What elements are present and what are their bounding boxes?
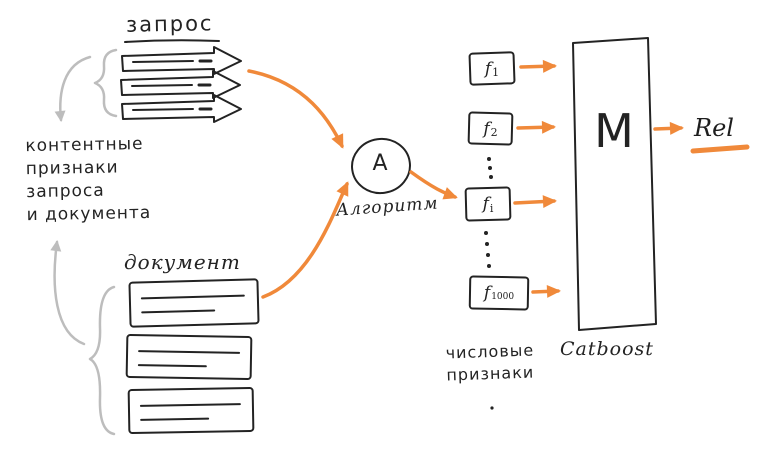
rel-label: Rel — [694, 114, 734, 142]
document-label: документ — [124, 250, 241, 274]
content-features-line-3: запроса — [26, 180, 105, 203]
feature-f1000-base: f — [483, 283, 491, 303]
query-label: запрос — [125, 11, 214, 37]
feature-fi-base: f — [482, 194, 489, 214]
arrow-f2-to-model — [516, 120, 556, 134]
query-banner-2 — [120, 70, 241, 99]
feature-box-fi — [464, 186, 512, 222]
arrow-document-group-to-features — [50, 240, 86, 346]
stray-dot — [490, 406, 494, 410]
arrow-f1-to-model — [519, 59, 557, 73]
rel-underline — [690, 144, 750, 154]
feature-fi-sub: i — [489, 201, 494, 215]
numeric-features-line-2: признаки — [446, 362, 535, 385]
arrow-query-group-to-features — [54, 55, 92, 122]
model-letter: M — [594, 104, 634, 158]
query-banner-3 — [121, 94, 242, 123]
feature-f1-sub: 1 — [492, 66, 500, 79]
document-box-1 — [128, 278, 260, 328]
document-box-3 — [127, 386, 255, 435]
content-features-line-2: признаки — [25, 157, 119, 180]
query-group-brace — [93, 48, 118, 118]
catboost-label: Catboost — [560, 338, 654, 360]
feature-f1000-sub: 1000 — [491, 291, 515, 302]
arrow-model-to-rel — [653, 121, 684, 135]
algorithm-circle — [351, 137, 411, 195]
feature-f1-base: f — [484, 58, 492, 79]
model-box — [572, 37, 657, 331]
feature-box-f1 — [468, 51, 516, 86]
arrow-fi-to-model — [513, 195, 557, 209]
document-box-2 — [125, 333, 253, 381]
feature-ellipsis-2 — [484, 231, 491, 268]
document-group-brace — [88, 285, 116, 436]
arrow-f1000-to-model — [531, 284, 561, 298]
arrow-document-to-algorithm — [261, 181, 349, 299]
feature-box-f1000 — [468, 275, 530, 311]
feature-f2-sub: 2 — [490, 126, 498, 139]
feature-ellipsis-1 — [487, 157, 493, 179]
algorithm-letter: A — [372, 151, 390, 176]
content-features-line-1: контентные — [25, 134, 144, 157]
content-features-line-4: и документа — [26, 202, 152, 226]
numeric-features-label: числовые признаки — [445, 339, 535, 386]
content-features-label: контентные признаки запроса и документа — [25, 133, 151, 227]
feature-box-f2 — [467, 111, 514, 146]
arrow-query-to-algorithm — [247, 69, 344, 149]
query-underline — [124, 39, 220, 43]
feature-f2-base: f — [483, 118, 490, 139]
arrow-algorithm-to-features — [409, 170, 458, 200]
query-banner-1 — [121, 46, 242, 75]
numeric-features-line-1: числовые — [445, 340, 535, 363]
